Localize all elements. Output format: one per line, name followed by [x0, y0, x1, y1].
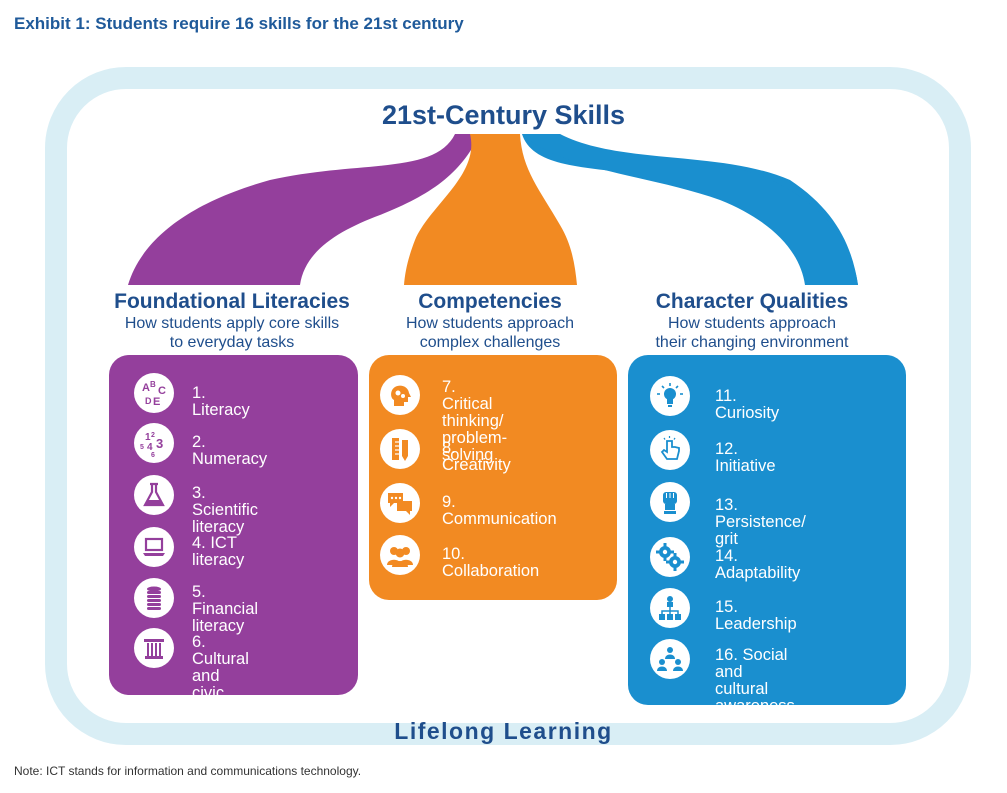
item-label: 12. Initiative [715, 440, 776, 475]
column-subtitle: How students approach complex challenges [405, 315, 575, 351]
lifelong-learning-label: Lifelong Learning [394, 718, 613, 744]
item-label: 15. Leadership [715, 598, 797, 633]
svg-text:4: 4 [147, 442, 153, 453]
item-label: 3. Scientific literacy [192, 484, 259, 536]
branch-competencies [404, 134, 577, 285]
flask-icon [134, 475, 174, 515]
svg-text:6: 6 [151, 452, 155, 458]
org-chart-icon [650, 588, 690, 628]
svg-text:E: E [153, 396, 160, 408]
item-label: 7. Critical thinking/ problem-solving [442, 378, 508, 464]
item-label: 5. Financial literacy [192, 583, 259, 635]
people-network-icon [650, 639, 690, 679]
main-title: 21st-Century Skills [381, 100, 626, 130]
svg-text:C: C [158, 385, 166, 397]
item-label: 1. Literacy [192, 384, 250, 419]
svg-text:A: A [142, 382, 150, 394]
pointing-hand-icon [650, 430, 690, 470]
column-title: Competencies [418, 290, 562, 313]
footnote: Note: ICT stands for information and com… [14, 764, 362, 778]
ruler-pencil-icon [380, 429, 420, 469]
svg-text:5: 5 [140, 444, 144, 451]
column-subtitle: How students apply core skills to everyd… [124, 315, 340, 351]
item-label: 4. ICT literacy [192, 534, 245, 569]
column-subtitle: How students approach their changing env… [655, 315, 849, 351]
column-title: Character Qualities [655, 290, 849, 313]
column-header-character: Character Qualities How students approac… [612, 290, 892, 352]
item-label: 14. Adaptability [715, 547, 801, 582]
lifelong-learning-frame [45, 67, 971, 745]
laptop-icon [134, 527, 174, 567]
exhibit-title: Exhibit 1: Students require 16 skills fo… [14, 14, 464, 33]
svg-text:3: 3 [156, 436, 163, 451]
svg-text:2: 2 [151, 432, 155, 439]
lightbulb-icon [650, 376, 690, 416]
item-label: 2. Numeracy [192, 433, 268, 468]
panel-character-qualities: 11. Curiosity 12. Initiative 13. Persist… [628, 355, 906, 715]
column-header-competencies: Competencies How students approach compl… [360, 290, 620, 352]
head-gears-icon [380, 375, 420, 415]
item-label: 16. Social and cultural awareness [715, 646, 795, 715]
speech-bubbles-icon [380, 483, 420, 523]
panel-competencies: 7. Critical thinking/ problem-solving 8.… [369, 355, 617, 600]
column-header-foundational: Foundational Literacies How students app… [92, 290, 372, 352]
svg-text:B: B [150, 380, 156, 389]
item-label: 9. Communication [442, 493, 557, 528]
svg-text:1: 1 [145, 432, 151, 443]
people-group-icon [380, 535, 420, 575]
item-label: 10. Collaboration [442, 545, 540, 580]
column-title: Foundational Literacies [114, 290, 350, 313]
item-label: 8. Creativity [442, 439, 511, 474]
gears-icon [650, 537, 690, 577]
column-icon [134, 628, 174, 668]
fist-icon [650, 482, 690, 522]
item-label: 13. Persistence/ grit [715, 496, 806, 548]
svg-text:D: D [145, 396, 152, 406]
branch-foundational-literacies [128, 134, 480, 285]
coin-stack-icon [134, 578, 174, 618]
item-label: 11. Curiosity [715, 387, 780, 422]
item-label: 6. Cultural and civic literacy [192, 633, 249, 719]
